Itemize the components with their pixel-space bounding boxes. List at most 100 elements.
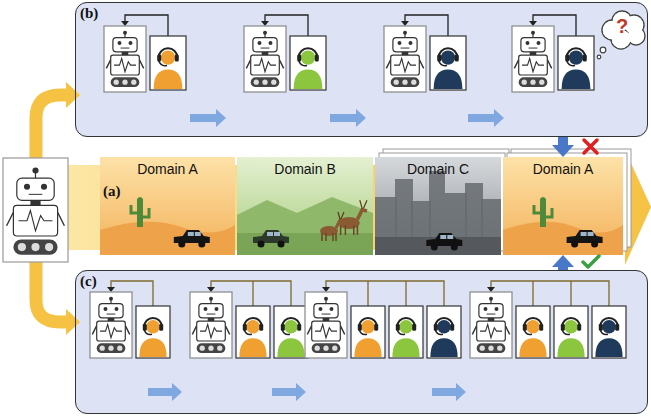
robot-body [519, 55, 548, 75]
robot-eye [258, 41, 262, 45]
headset-mic [299, 61, 307, 66]
robot-wheel [402, 80, 407, 85]
feedback-head [107, 287, 115, 292]
robot-eye [204, 307, 208, 311]
question-mark: ? [612, 15, 632, 38]
robot-antenna-tip [123, 31, 127, 35]
deer-antler [360, 200, 367, 208]
headset-mic [359, 330, 367, 335]
arrow-head [552, 255, 574, 267]
deer-antler [338, 212, 344, 219]
robot-wheel [18, 243, 26, 251]
robot-eye [269, 41, 273, 45]
robot-mouth [529, 48, 538, 49]
robot-eye [104, 307, 108, 311]
hills [237, 197, 373, 255]
robot-tread [97, 343, 126, 353]
car-body [174, 230, 210, 243]
robot-wheel [539, 80, 544, 85]
robot-wheel [217, 346, 222, 351]
building [429, 171, 445, 237]
person-frame [427, 306, 461, 358]
robot-frame [3, 158, 68, 262]
step-arrow [468, 109, 504, 127]
person-head [246, 320, 260, 334]
robot-antenna-tip [32, 167, 38, 173]
flow-arrow [552, 255, 574, 270]
robot-arm [192, 326, 196, 335]
robot-frame [104, 26, 146, 92]
headset-ear [412, 324, 416, 331]
person-frame [592, 306, 626, 358]
car-body [253, 230, 289, 243]
robot-wheel [31, 243, 39, 251]
robot-wheel [200, 346, 205, 351]
headset-mic [439, 61, 447, 66]
headset-band [562, 318, 580, 327]
robot-wheel [497, 346, 502, 351]
robot-arm [472, 326, 476, 335]
robot-mouth [487, 314, 496, 315]
person-head [301, 50, 315, 64]
robot-head [479, 304, 503, 318]
step-arrow [272, 383, 306, 401]
robot-wheel [208, 346, 213, 351]
cloud-dot [600, 47, 606, 53]
robot-mouth [107, 314, 116, 315]
person-head [284, 320, 298, 334]
car-window [440, 235, 446, 239]
headset-ear [374, 324, 378, 331]
robot-eye [398, 41, 402, 45]
headset-ear [259, 324, 263, 331]
headset-mic [282, 330, 290, 335]
robot-pulse [254, 59, 276, 72]
robot-eye [526, 41, 530, 45]
robot-pulse [522, 59, 544, 72]
robot-frame [384, 26, 426, 92]
headset-ear [315, 55, 319, 62]
domain-title: Domain C [407, 161, 469, 177]
sand-dune [503, 222, 623, 255]
robot-frame [90, 292, 132, 358]
headset-ear [455, 55, 459, 62]
person-frame [290, 36, 326, 90]
headset-band [524, 318, 542, 327]
building [375, 197, 397, 237]
headset-ear [450, 324, 454, 331]
person-shoulders [434, 69, 463, 89]
person-head [526, 320, 540, 334]
robot-arm [7, 212, 14, 226]
headset-band [600, 318, 618, 327]
headset-mic [144, 330, 152, 335]
headset-ear [175, 55, 179, 62]
feedback-drop [367, 281, 368, 306]
headset-mic [397, 330, 405, 335]
cloud-fill [628, 28, 644, 44]
robot-head [113, 38, 137, 52]
car-wheel [258, 241, 265, 248]
robot-frame [512, 26, 554, 92]
headset-band [359, 318, 377, 327]
person-frame [274, 306, 308, 358]
robot-tread [197, 343, 226, 353]
robot-arm [58, 212, 65, 226]
person-head [441, 50, 455, 64]
person-shoulders [562, 69, 591, 89]
robot-mouth [121, 48, 130, 49]
robot-eye [115, 307, 119, 311]
panel-letter: (b) [80, 5, 98, 22]
domain-title: Domain A [137, 161, 198, 177]
robot-head [99, 304, 123, 318]
flow-arrow [552, 137, 574, 157]
robot-eye [319, 307, 323, 311]
headset-mic [159, 61, 167, 66]
person-head [399, 320, 413, 334]
robot-wheel [323, 346, 328, 351]
panel-box: (b) [75, 2, 648, 137]
car-window [447, 235, 453, 239]
robot-arm [340, 326, 344, 335]
headset-mic [567, 61, 575, 66]
